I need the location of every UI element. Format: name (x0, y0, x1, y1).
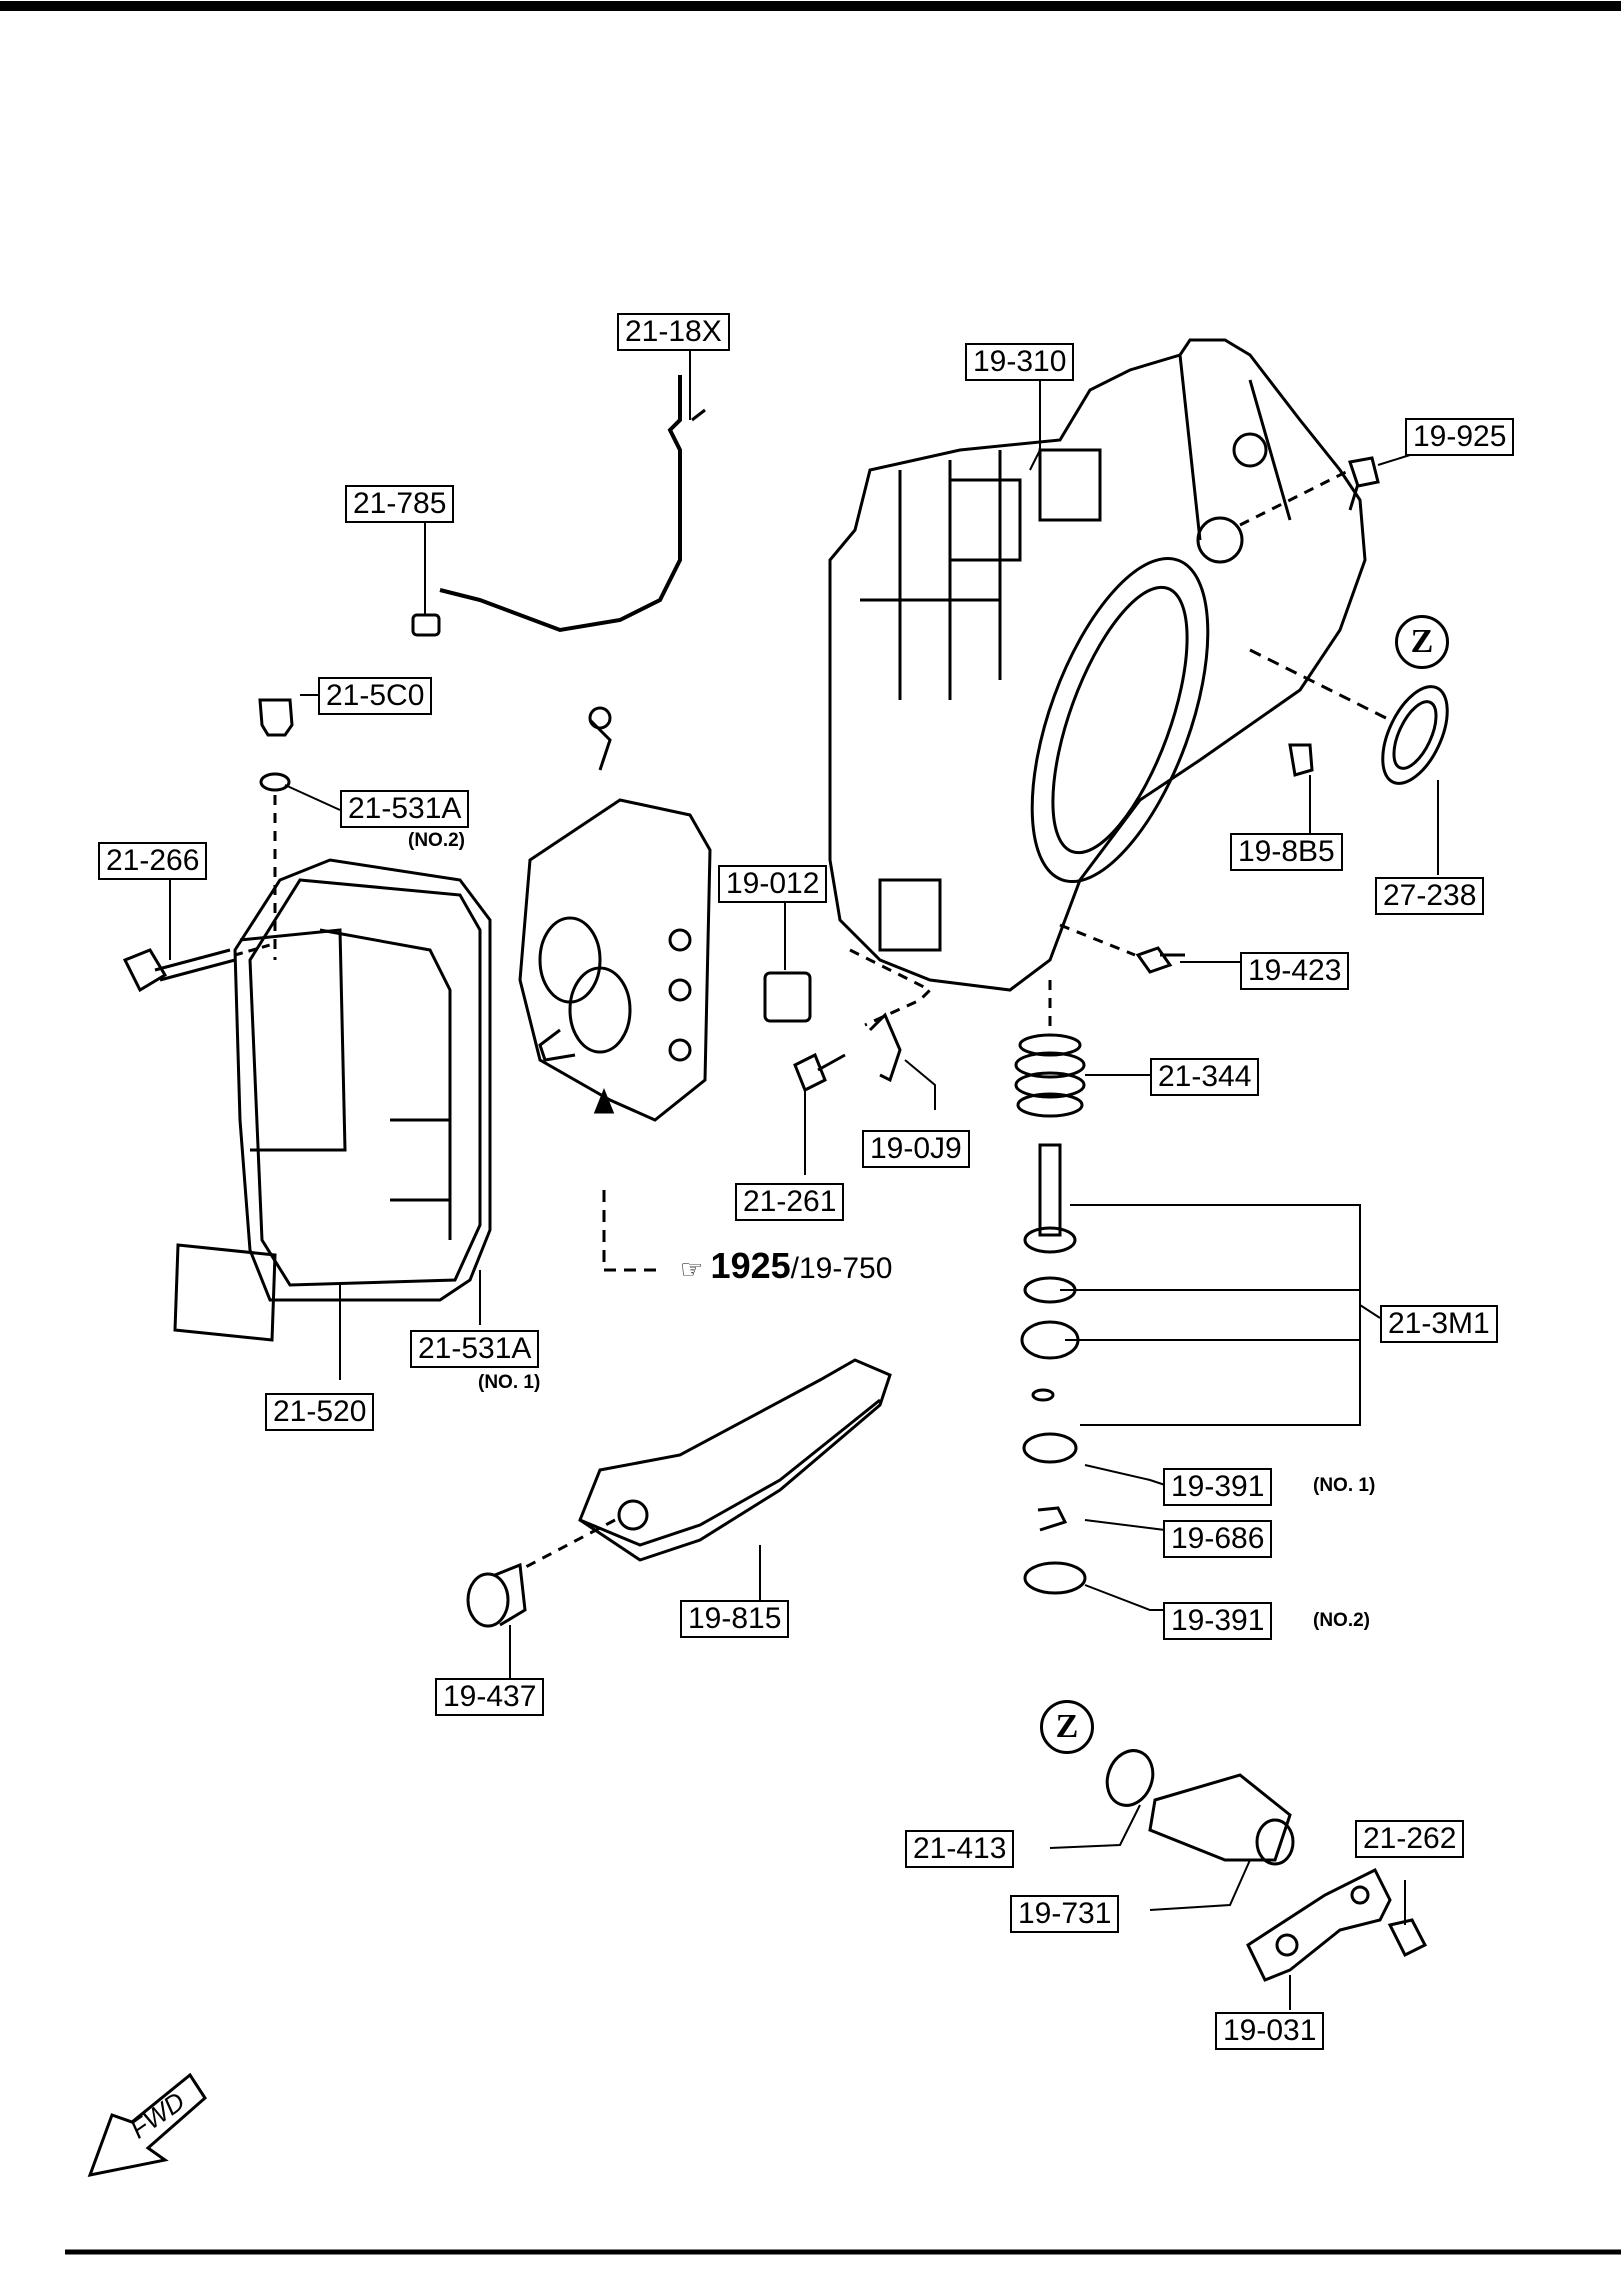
part-label-19-012[interactable]: 19-012 (718, 865, 828, 903)
part-label-21-5C0[interactable]: 21-5C0 (318, 677, 433, 715)
note-no1-a: (NO. 1) (478, 1372, 541, 1393)
part-label-19-391-no2[interactable]: 19-391 (1163, 1602, 1273, 1640)
washer-21-531A (259, 772, 291, 792)
oil-seal-27-238 (1249, 648, 1449, 785)
part-label-21-3M1[interactable]: 21-3M1 (1380, 1305, 1498, 1343)
part-label-19-8B5[interactable]: 19-8B5 (1230, 833, 1343, 871)
bolt-21-261 (793, 1052, 846, 1093)
pipe-21-18X (439, 375, 682, 633)
bolt-21-262 (1387, 1918, 1428, 1958)
plug-19-423 (1135, 946, 1185, 974)
gasket-19-012 (763, 971, 812, 1023)
plug-21-5C0 (258, 698, 294, 737)
shaft-19-731 (1148, 1773, 1295, 1866)
part-label-19-686[interactable]: 19-686 (1163, 1520, 1273, 1558)
part-label-21-262[interactable]: 21-262 (1355, 1820, 1465, 1858)
part-label-19-815[interactable]: 19-815 (680, 1600, 790, 1638)
bolt-19-925 (1348, 456, 1380, 511)
part-label-21-261[interactable]: 21-261 (735, 1183, 845, 1221)
part-label-21-785[interactable]: 21-785 (345, 485, 455, 523)
reference-1925-19-750[interactable]: ☞ 1925/19-750 (680, 1245, 893, 1286)
part-label-19-731[interactable]: 19-731 (1010, 1895, 1120, 1933)
part-label-21-266[interactable]: 21-266 (98, 842, 208, 880)
spring-21-344 (1014, 980, 1086, 1118)
part-label-19-437[interactable]: 19-437 (435, 1678, 545, 1716)
reference-bold: 1925 (710, 1245, 791, 1286)
fwd-arrow (87, 2072, 207, 2177)
part-label-21-18X[interactable]: 21-18X (617, 313, 730, 351)
plug-21-785 (411, 613, 441, 637)
part-label-21-344[interactable]: 21-344 (1150, 1058, 1260, 1096)
part-label-19-031[interactable]: 19-031 (1215, 2012, 1325, 2050)
leader-lines (169, 345, 1439, 2010)
bracket-19-0J9 (868, 1012, 902, 1083)
part-label-27-238[interactable]: 27-238 (1375, 877, 1485, 915)
bracket-19-031 (1246, 1867, 1392, 1982)
note-no1-b: (NO. 1) (1313, 1475, 1376, 1496)
part-label-19-310[interactable]: 19-310 (965, 343, 1075, 381)
plug-19-8B5 (1288, 743, 1314, 777)
reference-rest: /19-750 (790, 1252, 893, 1285)
part-label-21-531A-no1[interactable]: 21-531A (410, 1330, 540, 1368)
note-no2-b: (NO.2) (1313, 1610, 1370, 1631)
bolt-21-266 (122, 943, 271, 993)
magnet (173, 1243, 277, 1342)
valve-body (518, 706, 712, 1122)
seal-19-437 (466, 1562, 527, 1628)
part-label-19-423[interactable]: 19-423 (1240, 952, 1350, 990)
part-label-21-520[interactable]: 21-520 (265, 1393, 375, 1431)
note-no2: (NO.2) (408, 830, 465, 851)
part-label-21-413[interactable]: 21-413 (905, 1830, 1015, 1868)
part-label-19-925[interactable]: 19-925 (1405, 418, 1515, 456)
o-ring-21-413 (1105, 1749, 1155, 1807)
strainer-19-815 (519, 1358, 892, 1572)
oil-pan-21-520 (233, 858, 492, 1302)
part-label-19-391-no1[interactable]: 19-391 (1163, 1468, 1273, 1506)
piston-21-3M1 (1020, 1143, 1087, 1595)
z-replace-mark: Z (1395, 615, 1449, 669)
part-label-21-531A-no2[interactable]: 21-531A (340, 790, 470, 828)
transmission-case (828, 338, 1367, 992)
z-replace-mark: Z (1040, 1700, 1094, 1754)
part-label-19-0J9[interactable]: 19-0J9 (862, 1130, 970, 1168)
